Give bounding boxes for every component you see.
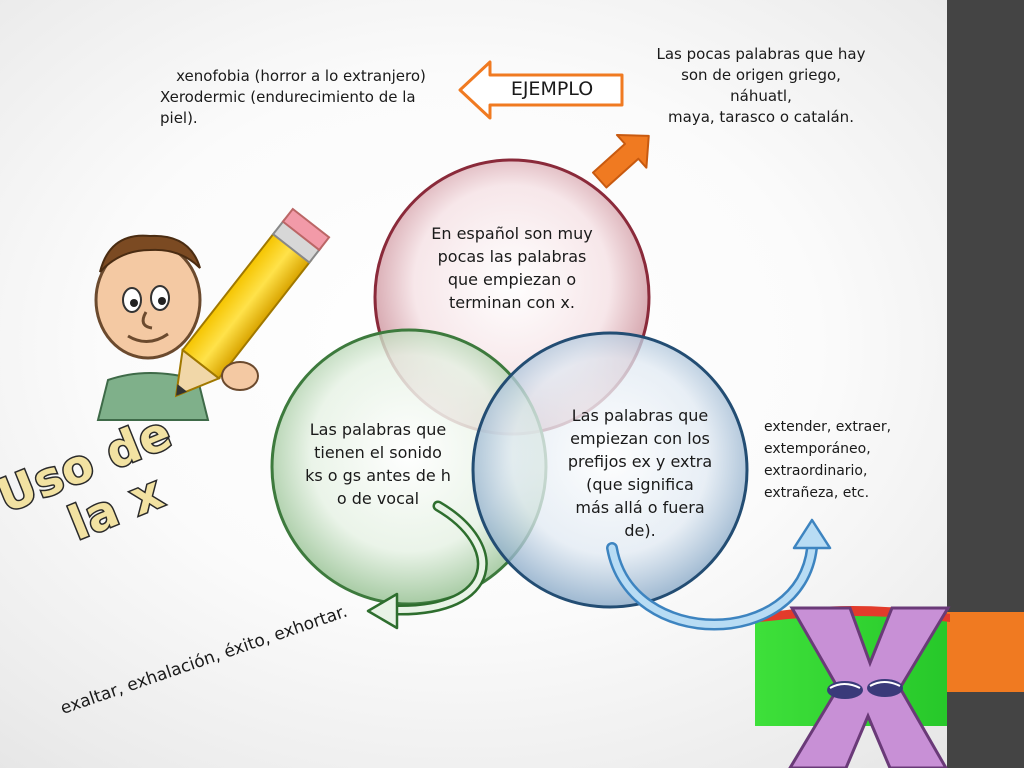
circle-left-text: Las palabras que tienen el sonido ks o g… — [305, 420, 451, 508]
note-right: extender, extraer, extemporáneo, extraor… — [764, 419, 892, 501]
slide-title: Uso de la x — [0, 403, 181, 552]
orange-arrow-icon — [592, 133, 650, 189]
green-curved-arrow-icon — [366, 500, 488, 630]
note-top-right: Las pocas palabras que hay son de origen… — [656, 45, 866, 126]
sidebar-accent-bar — [947, 612, 1024, 692]
circle-right — [471, 331, 749, 609]
letter-x-character-icon — [755, 606, 951, 768]
ejemplo-arrow — [458, 60, 624, 120]
note-top-left: xenofobia (horror a lo extranjero) Xerod… — [160, 67, 426, 127]
ejemplo-label: EJEMPLO — [510, 78, 594, 100]
circle-top-text: En español son muy pocas las palabras qu… — [431, 224, 593, 312]
circle-right-text: Las palabras que empiezan con los prefij… — [567, 406, 713, 540]
blue-curved-arrow-icon — [606, 518, 832, 631]
pencil-character-icon — [94, 207, 331, 421]
